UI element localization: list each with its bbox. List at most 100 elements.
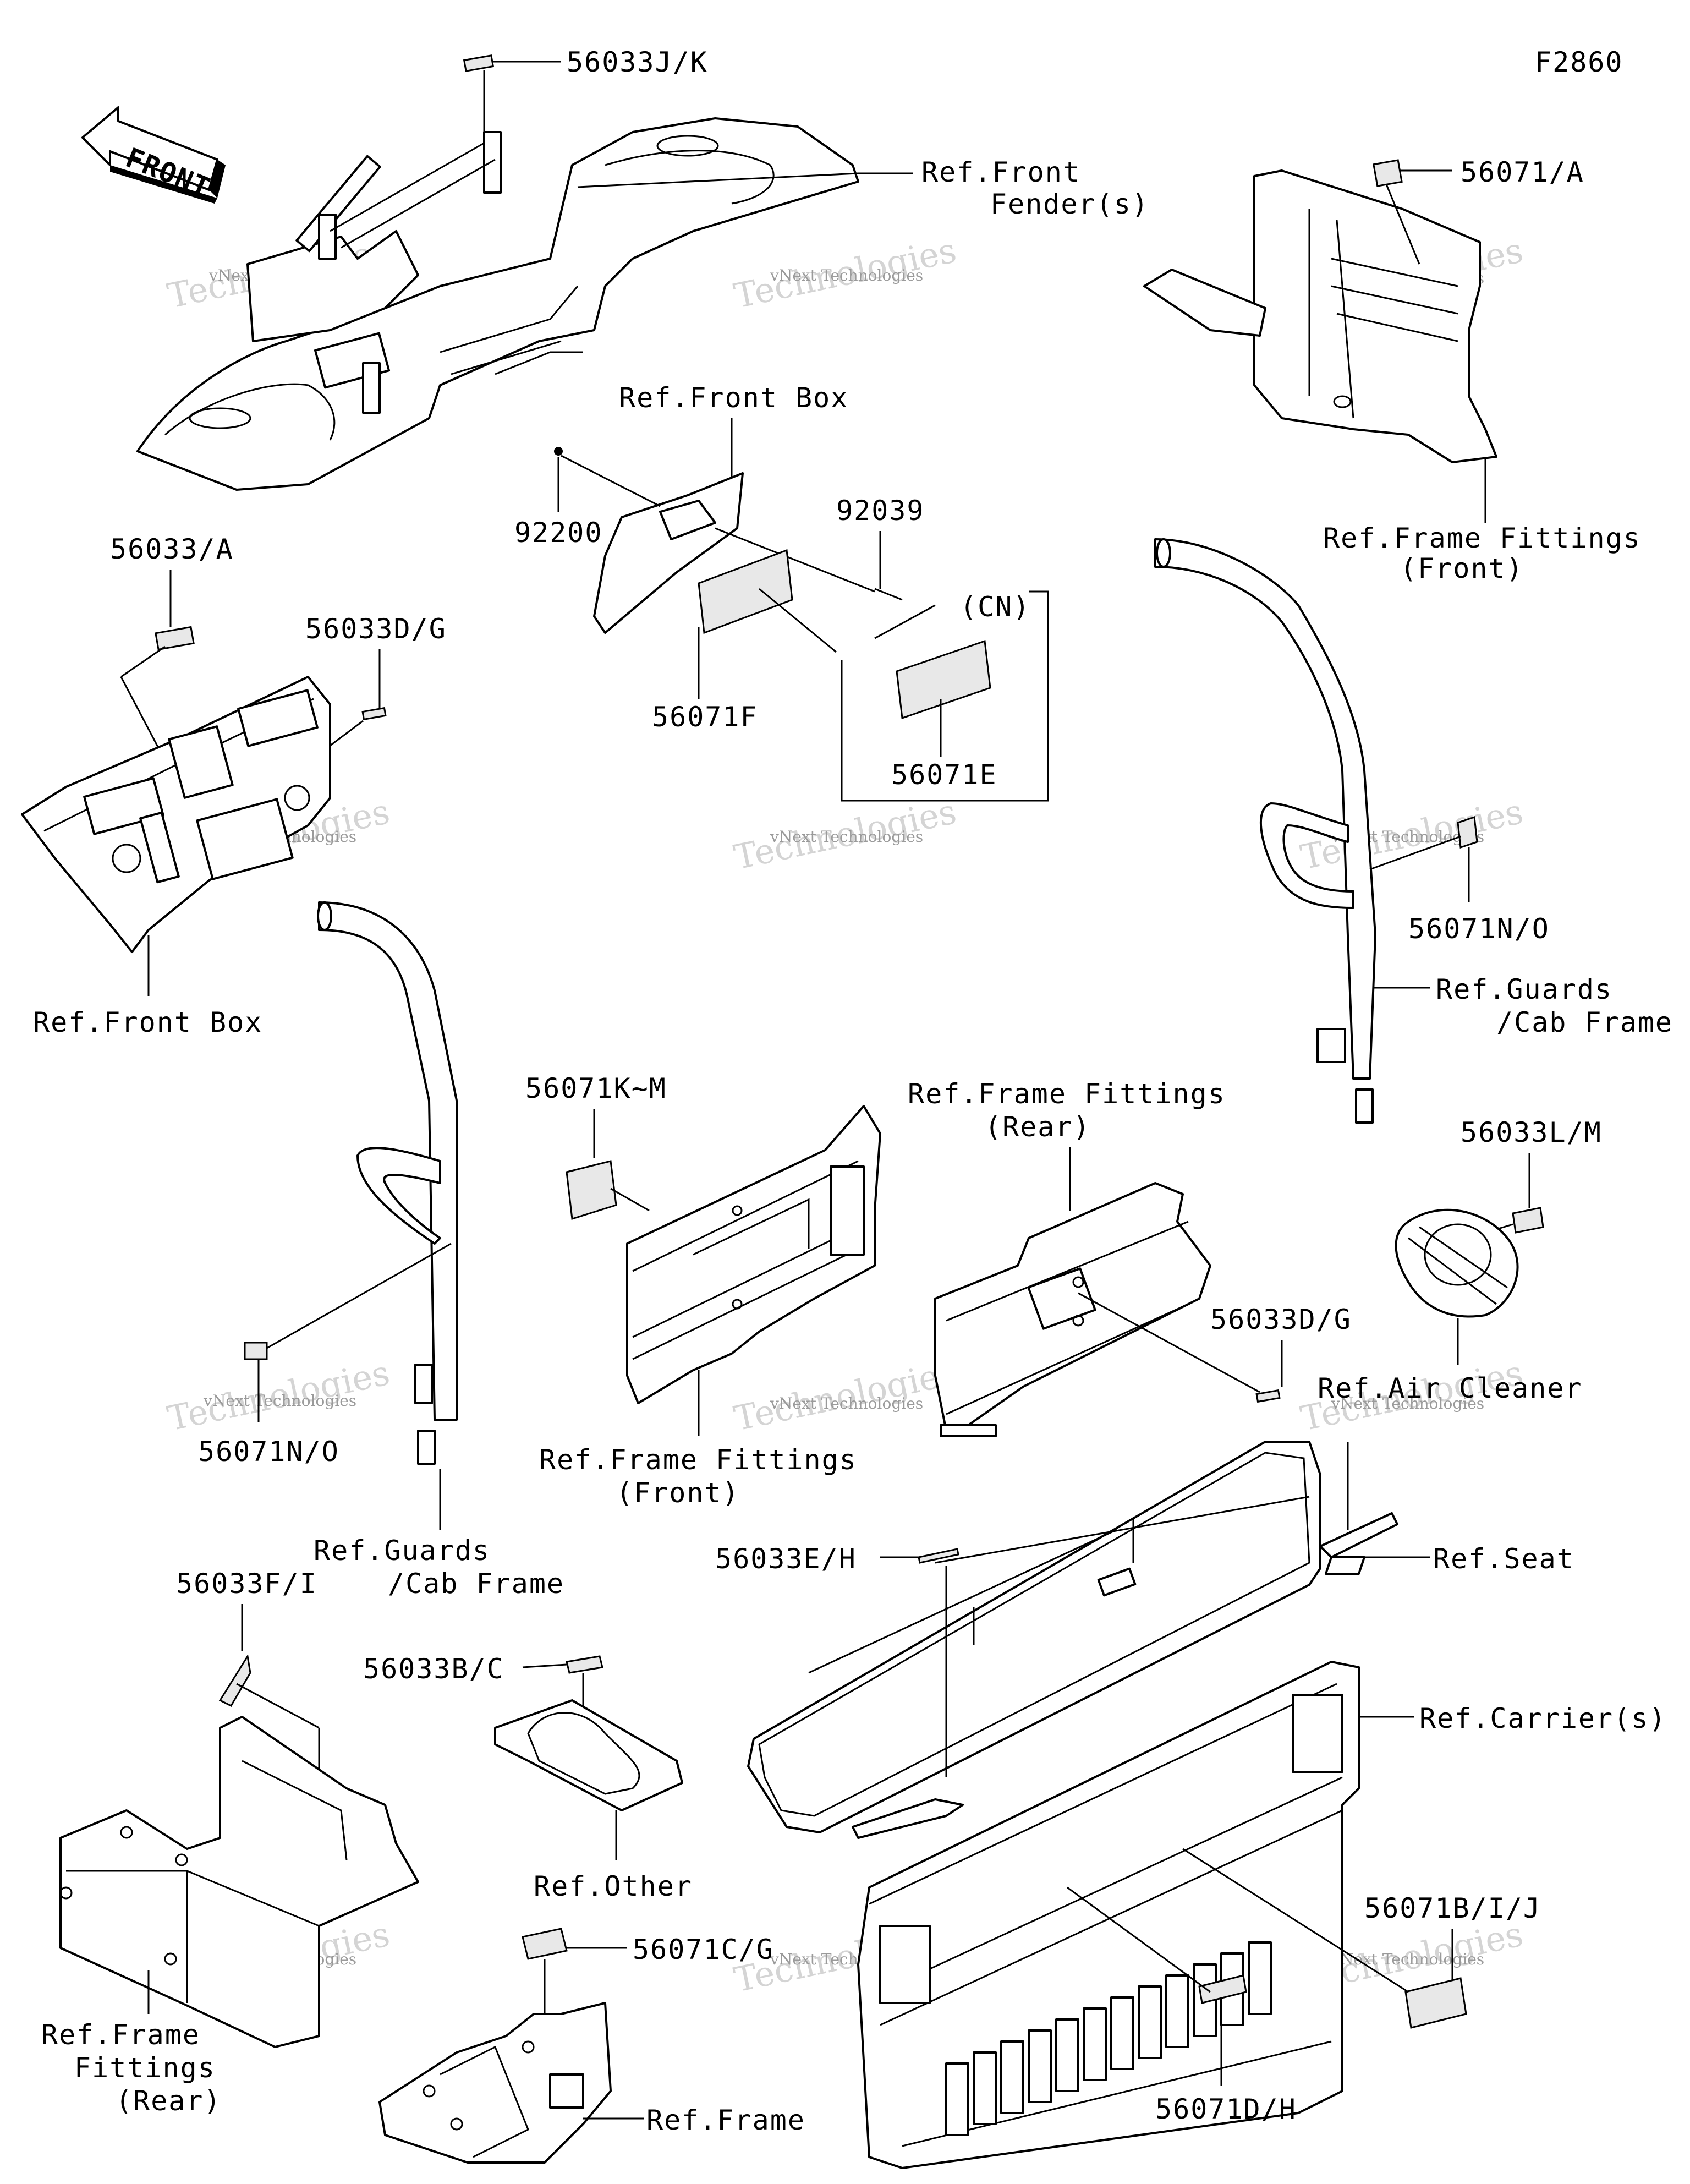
decal-56071cg — [522, 1928, 568, 1960]
label-56071bij: 56071B/I/J — [1364, 1892, 1541, 1924]
watermark-small: vNext Technologies — [770, 266, 923, 284]
label-ref-frame-fittings-front-mid-1: Ref.Frame Fittings — [539, 1444, 857, 1476]
label-ref-front-fender-2: Fender(s) — [990, 188, 1149, 220]
leader-line — [577, 172, 859, 188]
leader-line — [522, 1663, 567, 1668]
label-ref-frame-fittings-rear-left-1: Ref.Frame — [41, 2019, 200, 2051]
pin-92039 — [874, 588, 903, 601]
air-cleaner-cover — [1395, 1208, 1519, 1318]
label-cn: (CN) — [960, 591, 1030, 623]
label-ref-guards-left-1: Ref.Guards — [314, 1535, 490, 1567]
leader-line — [1182, 1848, 1409, 1993]
decal-56071no-right — [1457, 815, 1478, 849]
label-56033jk: 56033J/K — [567, 46, 708, 78]
decal-56071km — [566, 1160, 617, 1220]
watermark-small: vNext Technologies — [203, 1392, 356, 1410]
leader-line — [120, 645, 166, 678]
label-ref-air-cleaner: Ref.Air Cleaner — [1318, 1372, 1583, 1404]
leader-line — [610, 1187, 650, 1212]
label-56071cg: 56071C/G — [633, 1934, 774, 1966]
label-56033eh: 56033E/H — [715, 1543, 857, 1575]
label-56071no-left: 56071N/O — [198, 1436, 339, 1468]
label-ref-seat: Ref.Seat — [1433, 1543, 1574, 1575]
decal-56033eh — [918, 1548, 959, 1564]
leader-line — [1067, 1886, 1211, 1993]
decal-56071no-left — [244, 1342, 268, 1360]
decal-56071bij — [1404, 1977, 1467, 2029]
carrier-bed — [857, 1661, 1360, 2169]
cn-bracket — [841, 590, 1049, 802]
cab-frame-tube-left — [317, 901, 458, 1465]
label-ref-frame-fittings-front-mid-2: (Front) — [616, 1477, 740, 1509]
front-fender-assembly — [136, 117, 859, 491]
frame-fittings-front-mid — [626, 1105, 881, 1404]
label-ref-front-box-top: Ref.Front Box — [619, 382, 848, 414]
label-56033fi: 56033F/I — [176, 1568, 317, 1600]
label-ref-frame: Ref.Frame — [646, 2104, 805, 2136]
label-56071no-right: 56071N/O — [1408, 913, 1550, 945]
leader-line — [1385, 184, 1420, 265]
frame-fittings-front-top — [1143, 169, 1497, 463]
label-56071km: 56071K~M — [525, 1072, 667, 1104]
watermark-small: vNext Technologies — [770, 828, 923, 846]
label-56071e: 56071E — [891, 759, 997, 791]
label-ref-front-fender-1: Ref.Front — [921, 156, 1080, 188]
bolt-92200 — [554, 447, 563, 456]
decal-56071f — [698, 549, 793, 634]
label-56033dg-top: 56033D/G — [305, 613, 447, 645]
decal-56033a — [155, 626, 195, 651]
label-92039: 92039 — [836, 495, 925, 527]
label-ref-frame-fittings-rear-left-2: Fittings — [74, 2052, 216, 2084]
watermark-small: vNext Technologies — [770, 1394, 923, 1413]
decal-56071e — [896, 639, 991, 720]
other-cover — [494, 1699, 683, 1811]
diagram-id: F2860 — [1535, 46, 1623, 78]
leader-line — [1369, 835, 1461, 871]
label-ref-guards-left-2: /Cab Frame — [388, 1568, 564, 1600]
label-ref-other: Ref.Other — [534, 1870, 693, 1902]
decal-56033lm — [1512, 1207, 1544, 1234]
label-ref-frame-fittings-rear-mid-2: (Rear) — [985, 1111, 1091, 1143]
label-56071a: 56071/A — [1461, 156, 1584, 188]
label-56071f: 56071F — [652, 701, 758, 733]
frame-fittings-rear-mid — [934, 1182, 1211, 1437]
decal-56033dg-mid — [1255, 1389, 1281, 1403]
leader-line — [236, 1683, 320, 1729]
watermark-small: vNext Technologies — [1331, 1950, 1484, 1968]
label-56033lm: 56033L/M — [1461, 1116, 1602, 1148]
cab-frame-tube-right — [1154, 538, 1376, 1124]
front-box-dashboard — [21, 676, 331, 953]
leader-line — [715, 527, 875, 593]
label-ref-frame-fittings-front-top-1: Ref.Frame Fittings — [1323, 522, 1641, 554]
decal-56071dh — [1198, 1974, 1247, 2004]
seat-frame-rack — [747, 1441, 1398, 1839]
label-ref-carrier: Ref.Carrier(s) — [1419, 1703, 1666, 1734]
front-arrow-icon: FRONT — [81, 106, 226, 204]
label-92200: 92200 — [514, 517, 603, 549]
label-ref-front-box-left: Ref.Front Box — [33, 1006, 262, 1038]
label-ref-guards-right-2: /Cab Frame — [1496, 1006, 1673, 1038]
leader-line — [874, 604, 936, 639]
label-ref-guards-right-1: Ref.Guards — [1436, 973, 1612, 1005]
decal-56033bc — [566, 1655, 603, 1674]
decal-56033fi — [218, 1654, 251, 1707]
label-ref-frame-fittings-rear-left-3: (Rear) — [116, 2085, 222, 2117]
label-56033a: 56033/A — [110, 533, 234, 565]
decal-56071a — [1373, 159, 1403, 187]
label-56071dh: 56071D/H — [1155, 2093, 1297, 2125]
frame-fittings-rear-left — [59, 1716, 419, 2048]
frame-rear-section — [378, 2002, 612, 2164]
label-ref-frame-fittings-rear-mid-1: Ref.Frame Fittings — [908, 1078, 1226, 1110]
decal-56033jk — [463, 54, 495, 72]
watermark-small: vNext Technologies — [1331, 1394, 1484, 1413]
carrier-vent-slats — [945, 1941, 1272, 2136]
decal-56033dg-top — [361, 707, 387, 721]
leader-line — [1078, 1292, 1260, 1393]
leader-line — [759, 588, 837, 653]
leader-line — [266, 1242, 452, 1349]
label-ref-frame-fittings-front-top-2: (Front) — [1400, 552, 1524, 584]
front-box-lid — [593, 472, 744, 634]
label-56033dg-mid: 56033D/G — [1210, 1304, 1352, 1335]
